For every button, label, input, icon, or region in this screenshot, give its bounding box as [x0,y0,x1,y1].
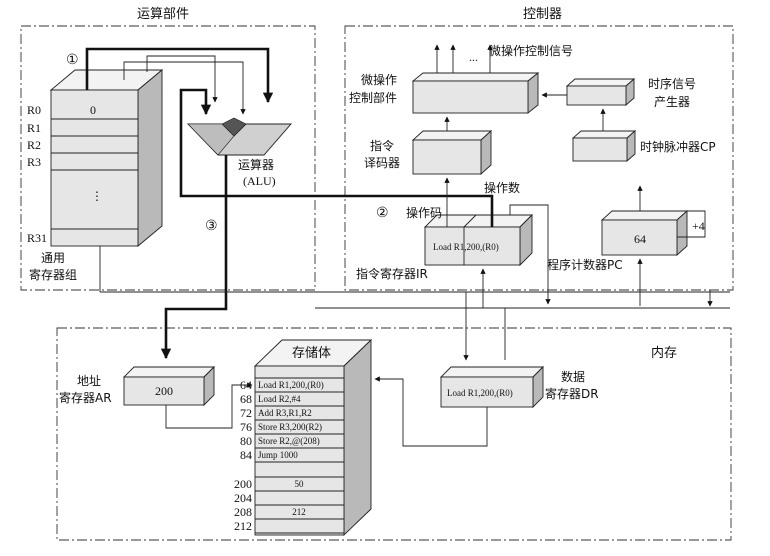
opcode-label: 操作码 [406,205,442,220]
pc-value: 64 [634,232,646,246]
storage-body [253,338,373,537]
memory-address: 208 [234,505,252,519]
memory-address: 72 [240,406,252,420]
memory-content: Add R3,R1,R2 [258,408,312,418]
decoder-box [411,129,493,176]
memory-content: Load R1,200,(R0) [258,380,324,390]
micro-op-label-2: 控制部件 [349,90,397,105]
step-marker-1: ① [66,53,79,68]
step-marker-3: ③ [205,219,218,234]
micro-op-control-box [411,72,540,114]
data-register-box [439,365,545,409]
clock-label: 时钟脉冲器CP [640,139,716,154]
register-group-label-2: 寄存器组 [29,267,77,282]
memory-address: 212 [234,519,252,533]
dr-content: Load R1,200,(R0) [447,388,513,398]
signal-dots: ... [469,50,478,64]
decoder-label-1: 指令 [370,138,394,153]
program-counter-box [600,209,689,257]
memory-content: 212 [292,507,306,517]
step3-path [160,155,228,360]
ar-value: 200 [155,384,173,398]
dr-label-1: 数据 [561,369,585,384]
clock-box [571,130,637,162]
pc-label: 程序计数器PC [547,257,623,272]
register-group-label-1: 通用 [41,251,65,265]
micro-op-label-1: 微操作 [361,72,397,87]
ar-label-2: 寄存器AR [59,390,112,405]
pc-increment: +4 [692,219,705,233]
micro-signals-label: 微操作控制信号 [489,43,573,58]
controller-title: 控制器 [523,7,562,22]
step1-path [85,47,274,104]
timing-generator-box [565,78,636,106]
memory-address: 68 [240,392,252,406]
ar-label-1: 地址 [77,374,101,388]
register-label-r0: R0 [27,103,41,117]
alu-label-2: (ALU) [243,174,276,188]
memory-address: 204 [234,491,252,505]
operand-label: 操作数 [484,180,520,195]
register-label-r3: R3 [27,155,41,169]
address-register-box [122,365,216,407]
ir-label: 指令寄存器IR [356,266,428,281]
memory-frame [56,327,732,541]
register-label-r31: R31 [27,231,47,245]
memory-content: Store R3,200(R2) [258,422,322,432]
alu-label-1: 运算器 [238,157,274,172]
decoder-label-2: 译码器 [364,156,400,170]
register-label-r2: R2 [27,138,41,152]
ir-content: Load R1,200,(R0) [433,242,499,252]
instruction-register-box [423,213,534,267]
memory-address: 80 [240,434,252,448]
alu-unit-title: 运算部件 [137,7,189,22]
timing-gen-label-2: 产生器 [654,95,690,109]
memory-content: 50 [295,479,305,489]
register-r0-value: 0 [90,103,96,117]
memory-content: Load R2,#4 [258,394,301,404]
storage-label: 存储体 [292,346,331,361]
timing-gen-label-1: 时序信号 [648,76,696,91]
register-file [49,69,164,247]
memory-address: 76 [240,420,252,434]
memory-title: 内存 [651,345,677,361]
memory-address: 200 [234,477,252,491]
alu-unit-frame [20,25,316,291]
dr-label-2: 寄存器DR [545,386,599,401]
step-marker-2: ② [376,206,389,221]
memory-address: 84 [240,448,252,462]
register-label-r1: R1 [27,121,41,135]
step2-path [179,88,494,227]
register-ellipsis: ⋮ [91,189,103,203]
memory-content: Jump 1000 [258,450,298,460]
memory-content: Store R2,@(208) [258,436,320,446]
controller-frame [344,25,734,291]
alu-shape [186,117,292,156]
